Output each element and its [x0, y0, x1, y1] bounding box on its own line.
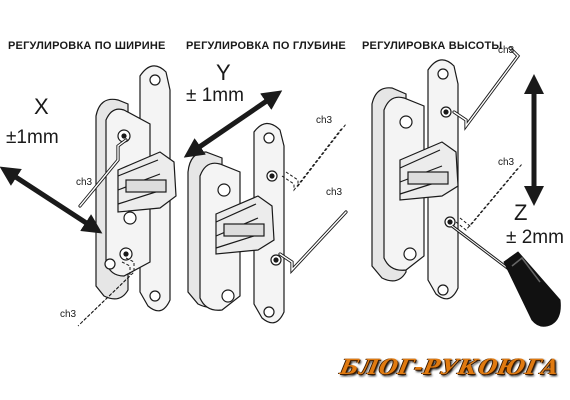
- range-label-y: ± 1mm: [186, 85, 244, 106]
- range-label-z: ± 2mm: [506, 227, 564, 248]
- tool-label: ch3: [316, 115, 333, 126]
- hinge-panel-height: [371, 46, 523, 300]
- tool-label: ch3: [76, 177, 93, 188]
- x-direction-arrow: [0, 166, 103, 234]
- screwdriver-handle: [503, 251, 561, 327]
- tool-label: ch3: [498, 45, 515, 56]
- panel-title-width: РЕГУЛИРОВКА ПО ШИРИНЕ: [8, 40, 166, 52]
- logo-text: БЛОГ-РУКОЮГА: [338, 354, 563, 379]
- tool-label: ch3: [60, 309, 77, 320]
- panel-title-height: РЕГУЛИРОВКА ВЫСОТЫ: [362, 40, 503, 52]
- y-direction-arrow: [183, 90, 283, 158]
- axis-label-y: Y: [216, 60, 231, 85]
- axis-label-z: Z: [514, 200, 528, 225]
- axis-label-x: X: [34, 94, 49, 119]
- panel-title-depth: РЕГУЛИРОВКА ПО ГЛУБИНЕ: [186, 40, 346, 52]
- hinge-panel-depth: [187, 122, 348, 324]
- range-label-x: ±1mm: [6, 127, 59, 148]
- tool-label: ch3: [498, 157, 515, 168]
- blog-logo: БЛОГ-РУКОЮГА: [300, 350, 568, 394]
- tool-label: ch3: [326, 187, 343, 198]
- hinge-panel-width: [77, 65, 177, 327]
